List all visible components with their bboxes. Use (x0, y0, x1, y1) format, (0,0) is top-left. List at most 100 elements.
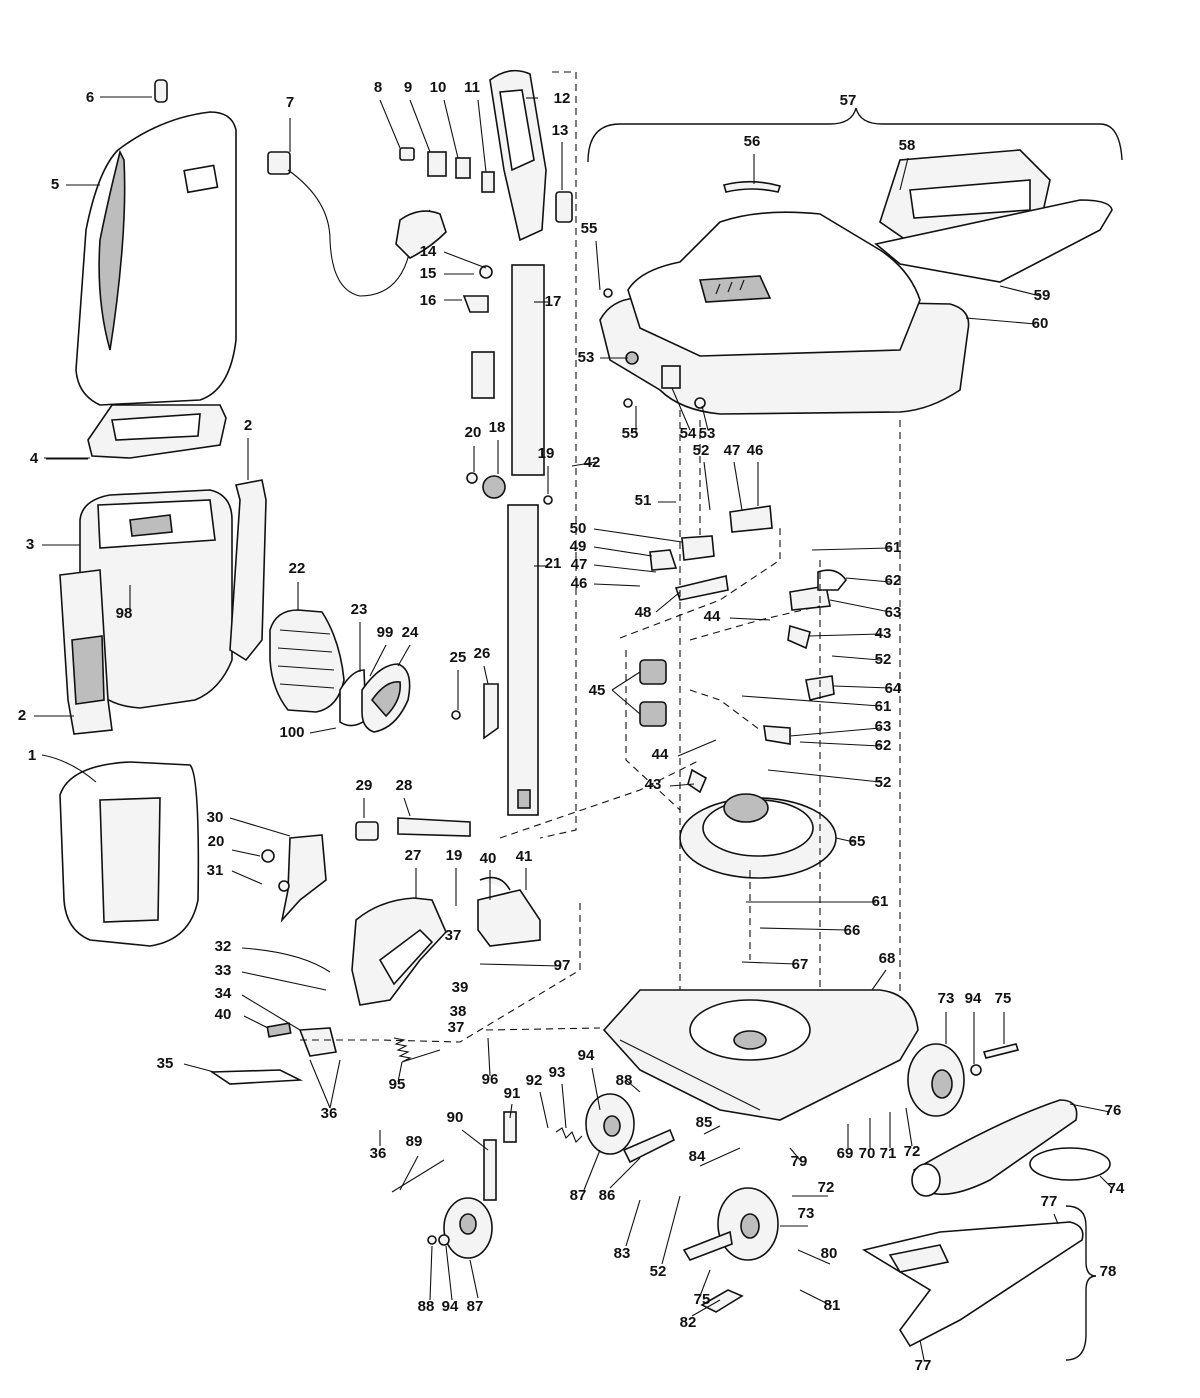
callout-72: 72 (818, 1179, 835, 1196)
callout-32: 32 (215, 938, 232, 955)
callout-23: 23 (351, 601, 368, 618)
callout-94: 94 (442, 1298, 459, 1315)
switches-45 (639, 659, 667, 727)
callout-14: 14 (420, 243, 437, 260)
callout-16: 16 (420, 292, 437, 309)
callout-60: 60 (1032, 315, 1049, 332)
callout-87: 87 (467, 1298, 484, 1315)
base-68 (602, 989, 919, 1121)
callout-43: 43 (645, 776, 662, 793)
callout-4: 4 (30, 450, 39, 467)
callout-12: 12 (554, 90, 571, 107)
callout-36: 36 (370, 1145, 387, 1162)
callout-74: 74 (1108, 1180, 1125, 1197)
callout-28: 28 (396, 777, 413, 794)
callout-35: 35 (157, 1055, 174, 1072)
callout-33: 33 (215, 962, 232, 979)
callout-70: 70 (859, 1145, 876, 1162)
brush-roll-76 (911, 1099, 1078, 1197)
latch-bracket (477, 876, 541, 947)
callout-91: 91 (504, 1085, 521, 1102)
callout-69: 69 (837, 1145, 854, 1162)
callout-53: 53 (578, 349, 595, 366)
handle-bracket-dashed (539, 71, 577, 839)
handle-switch-parts (399, 147, 495, 313)
callout-29: 29 (356, 777, 373, 794)
base-plate-78 (861, 1221, 1084, 1348)
callout-52: 52 (650, 1263, 667, 1280)
callout-1: 1 (28, 747, 36, 764)
lower-handle-tube (451, 504, 539, 816)
vertical-guide-dashes (679, 410, 901, 1000)
callout-34: 34 (215, 985, 232, 1002)
belt-74 (1029, 1147, 1111, 1181)
callout-20: 20 (208, 833, 225, 850)
front-wheel-73 (682, 1187, 779, 1261)
callout-71: 71 (880, 1145, 897, 1162)
handle-pivot-bracket (261, 834, 327, 923)
callout-68: 68 (879, 950, 896, 967)
callout-65: 65 (849, 833, 866, 850)
callout-51: 51 (635, 492, 652, 509)
callout-20: 20 (465, 424, 482, 441)
hose-cuff (269, 609, 345, 713)
callout-100: 100 (279, 724, 304, 741)
callout-54: 54 (680, 425, 697, 442)
callout-3: 3 (26, 536, 34, 553)
callout-15: 15 (420, 265, 437, 282)
callout-92: 92 (526, 1072, 543, 1089)
callout-88: 88 (616, 1072, 633, 1089)
callout-77: 77 (1041, 1193, 1058, 1210)
callout-87: 87 (570, 1187, 587, 1204)
callout-19: 19 (446, 847, 463, 864)
spring-95 (393, 1037, 441, 1063)
callout-52: 52 (693, 442, 710, 459)
callout-77: 77 (915, 1357, 932, 1374)
callout-75: 75 (995, 990, 1012, 1007)
callout-44: 44 (704, 608, 721, 625)
callout-2: 2 (18, 707, 26, 724)
callout-37: 37 (448, 1019, 465, 1036)
callout-76: 76 (1105, 1102, 1122, 1119)
callout-7: 7 (286, 94, 294, 111)
callout-41: 41 (516, 848, 533, 865)
callout-66: 66 (844, 922, 861, 939)
callout-84: 84 (689, 1148, 706, 1165)
filter-cap (361, 663, 411, 733)
rear-wheel-right (907, 1043, 1020, 1117)
motor-mounting-parts (649, 505, 848, 794)
callout-83: 83 (614, 1245, 631, 1262)
bag-clip (100, 79, 168, 103)
callout-82: 82 (680, 1314, 697, 1331)
callout-62: 62 (875, 737, 892, 754)
callout-5: 5 (51, 176, 59, 193)
callout-78: 78 (1100, 1263, 1117, 1280)
callout-79: 79 (791, 1153, 808, 1170)
callout-73: 73 (798, 1205, 815, 1222)
callout-57: 57 (840, 92, 857, 109)
callout-63: 63 (875, 718, 892, 735)
outer-bag (75, 111, 237, 406)
callout-80: 80 (821, 1245, 838, 1262)
callout-53: 53 (699, 425, 716, 442)
base-dashed-paths (300, 900, 601, 1043)
callout-88: 88 (418, 1298, 435, 1315)
callout-95: 95 (389, 1076, 406, 1093)
callout-37: 37 (445, 927, 462, 944)
cord-assembly (267, 118, 447, 297)
callout-42: 42 (584, 454, 601, 471)
callout-6: 6 (86, 89, 94, 106)
callout-67: 67 (792, 956, 809, 973)
callout-44: 44 (652, 746, 669, 763)
callout-96: 96 (482, 1071, 499, 1088)
callout-93: 93 (549, 1064, 566, 1081)
callout-45: 45 (589, 682, 606, 699)
bag-top-cover (87, 404, 227, 459)
callout-26: 26 (474, 645, 491, 662)
callout-46: 46 (571, 575, 588, 592)
leader-lines (34, 97, 1113, 1361)
hood-cover (599, 211, 970, 415)
callout-25: 25 (450, 649, 467, 666)
